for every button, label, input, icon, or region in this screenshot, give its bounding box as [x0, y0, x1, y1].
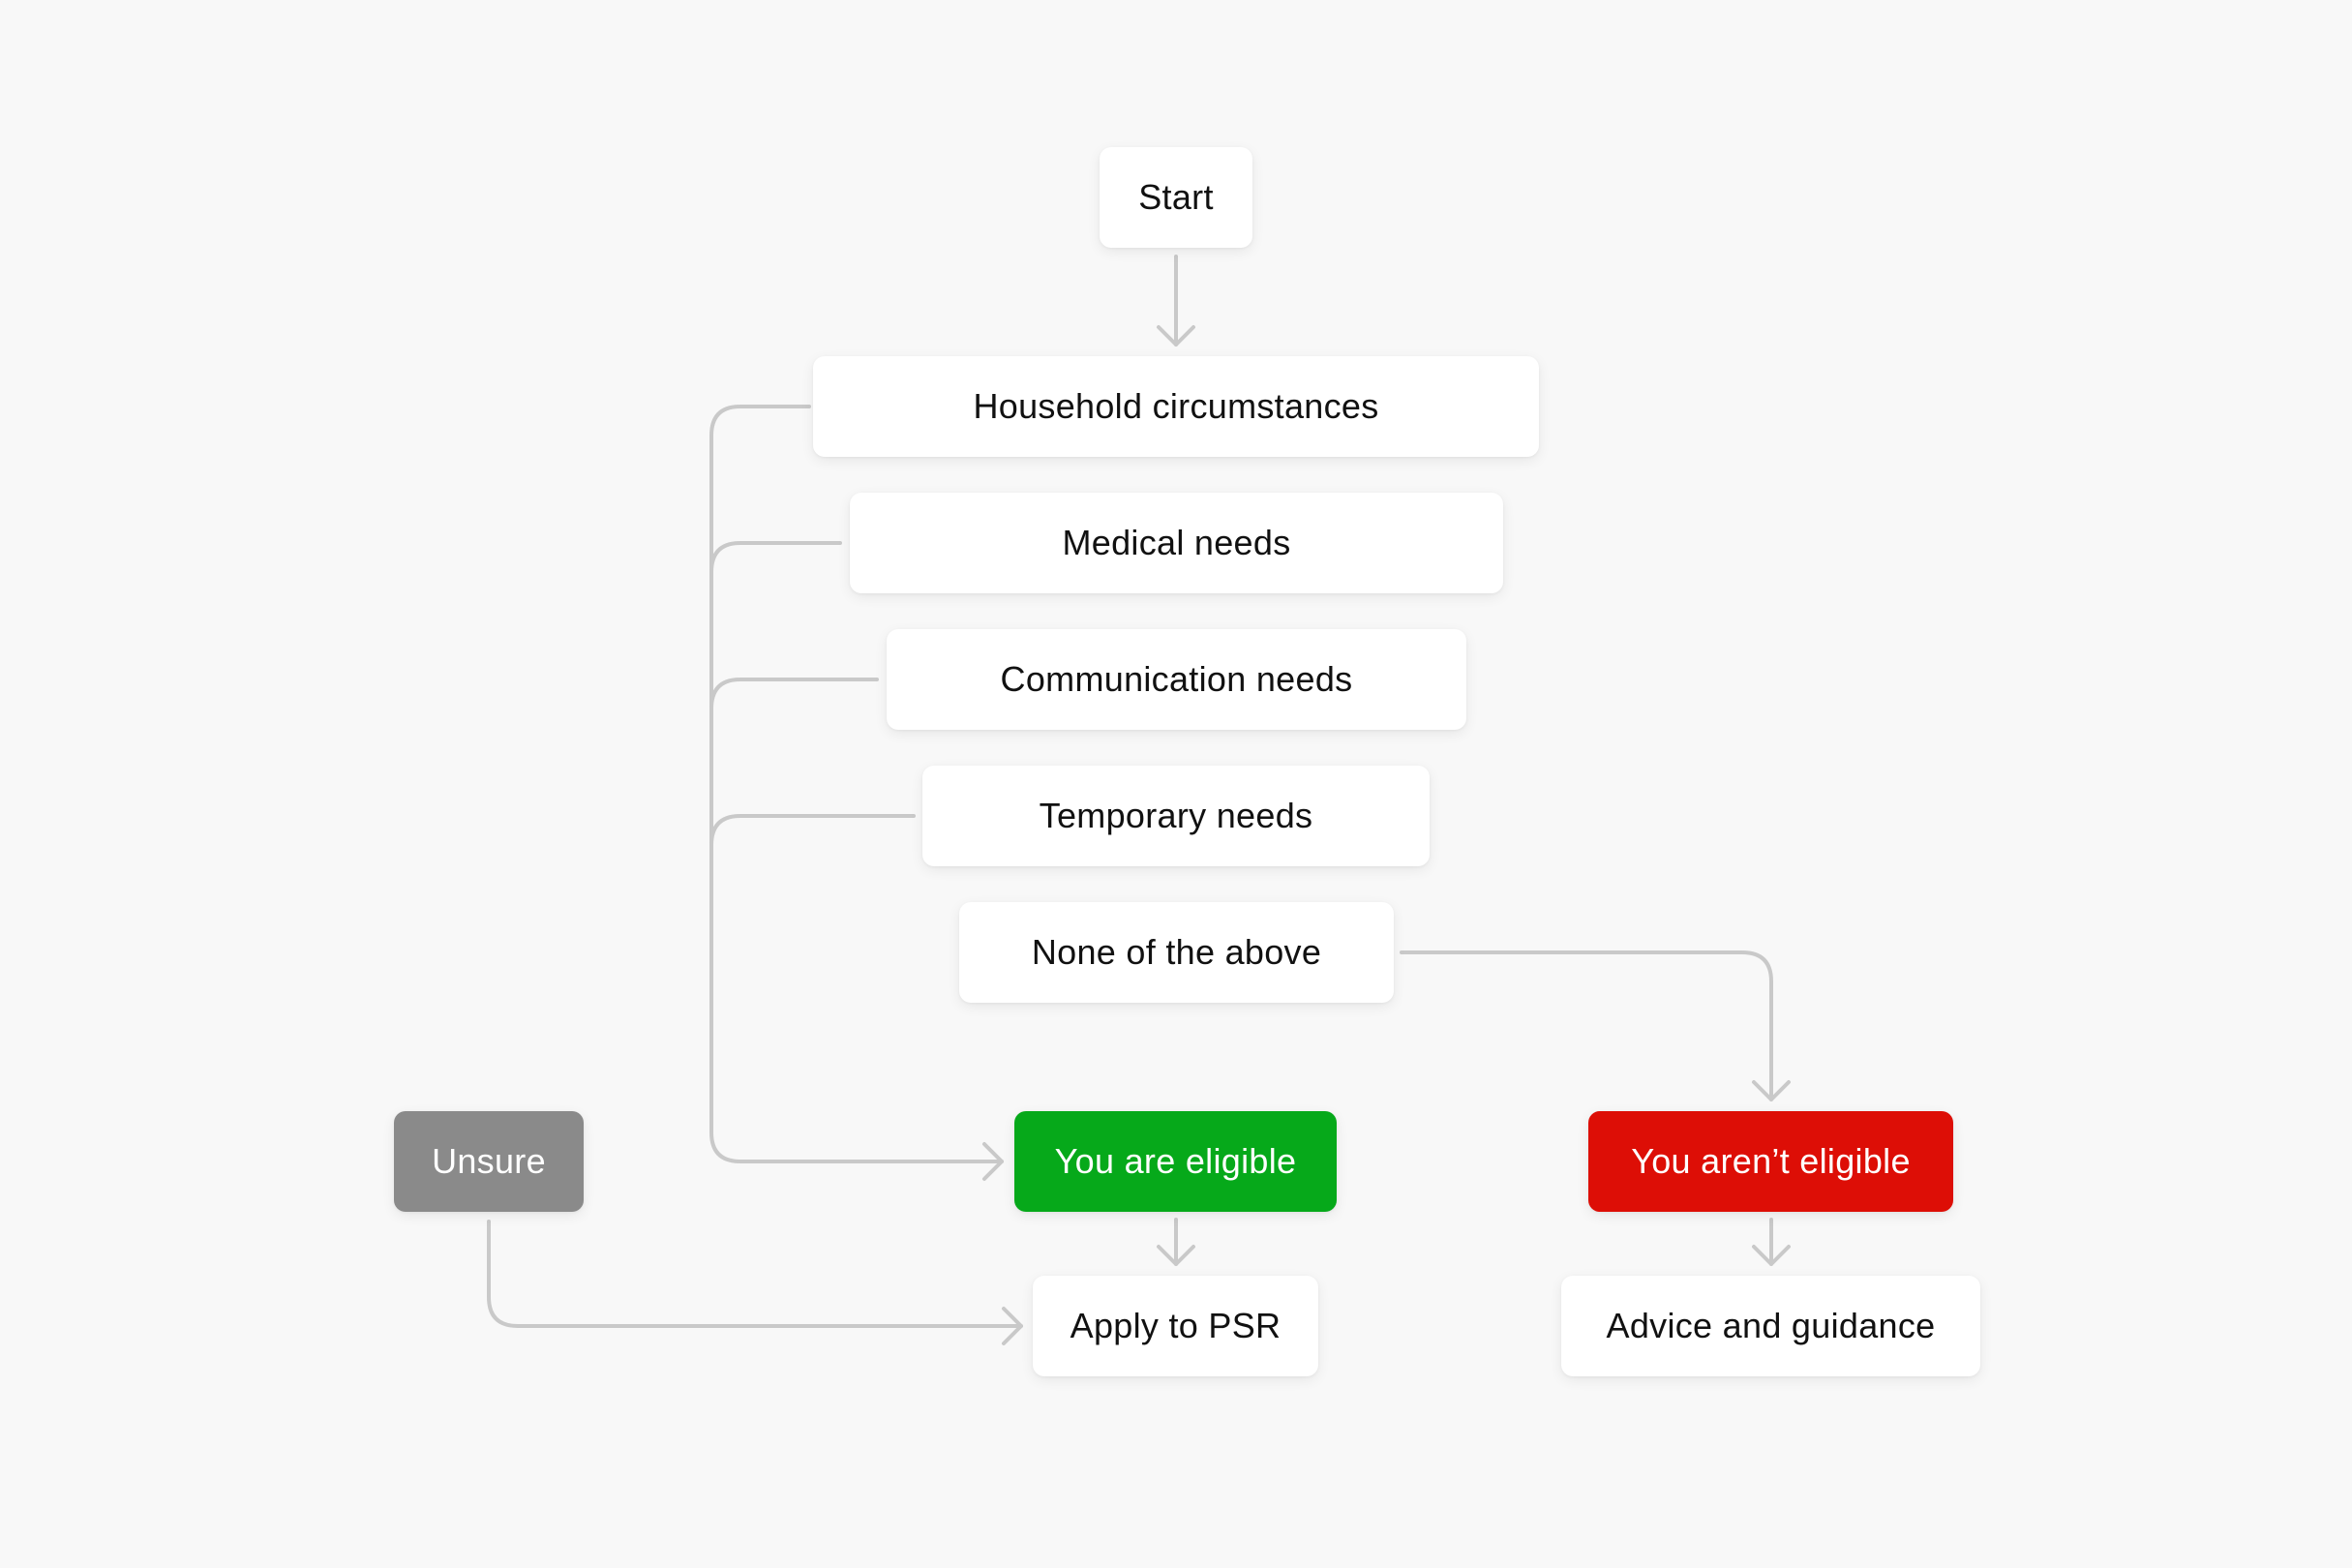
node-medical-needs: Medical needs: [850, 493, 1503, 593]
node-apply-to-psr: Apply to PSR: [1033, 1276, 1318, 1376]
node-temporary-needs: Temporary needs: [922, 766, 1430, 866]
arrowhead-advice: [1752, 1245, 1791, 1266]
node-start: Start: [1100, 147, 1252, 248]
node-household-circumstances: Household circumstances: [813, 356, 1539, 457]
node-advice-and-guidance: Advice and guidance: [1561, 1276, 1980, 1376]
arrowhead-household: [1157, 325, 1195, 347]
node-communication-needs: Communication needs: [887, 629, 1466, 730]
connector-unsure-apply: [487, 1220, 1023, 1328]
connector-communication: [709, 678, 879, 710]
connector-temporary: [709, 814, 916, 847]
node-you-arent-eligible: You aren’t eligible: [1588, 1111, 1953, 1212]
connector-none-not-eligible: [1400, 950, 1773, 1101]
node-unsure: Unsure: [394, 1111, 584, 1212]
arrowhead-eligible: [982, 1142, 1004, 1181]
connector-household-eligible: [709, 405, 1004, 1163]
node-none-of-the-above: None of the above: [959, 902, 1394, 1003]
node-you-are-eligible: You are eligible: [1014, 1111, 1337, 1212]
arrowhead-apply-left: [1002, 1307, 1023, 1345]
arrowhead-not-eligible: [1752, 1080, 1791, 1101]
arrowhead-apply-top: [1157, 1245, 1195, 1266]
connector-medical: [709, 541, 842, 574]
